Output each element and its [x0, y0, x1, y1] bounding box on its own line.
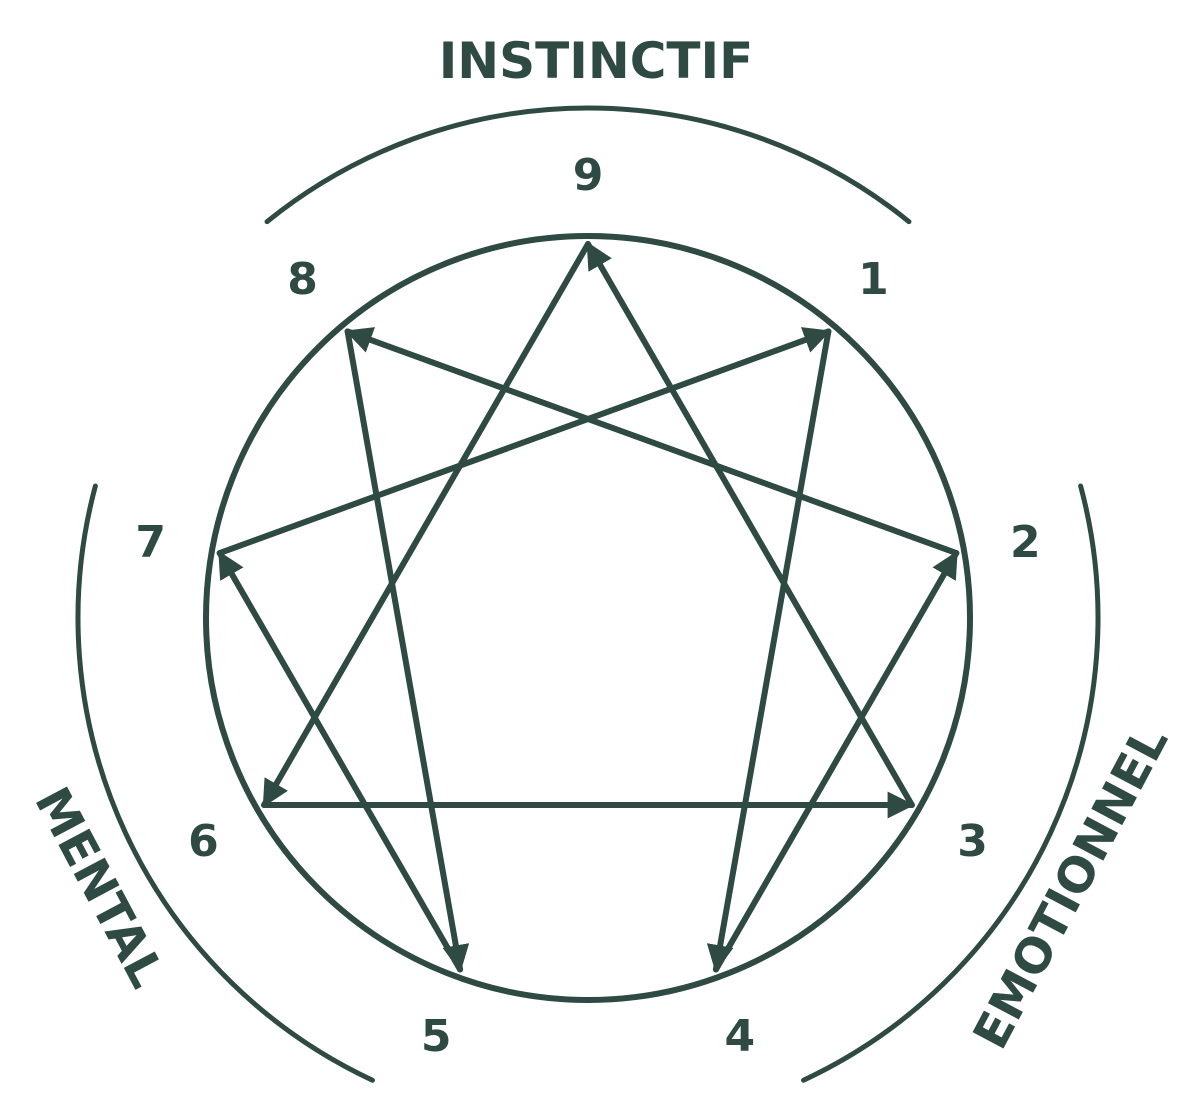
- arc-mental: [75, 483, 375, 1083]
- type-number-1: 1: [858, 254, 889, 305]
- type-number-7: 7: [135, 517, 166, 568]
- arc-emotionnel: [801, 483, 1101, 1083]
- arrow-8-to-5: [344, 328, 470, 973]
- type-number-4: 4: [725, 1011, 756, 1062]
- arrow-7-to-1: [216, 327, 832, 557]
- type-number-8: 8: [287, 254, 318, 305]
- type-number-3: 3: [957, 816, 988, 867]
- arc-instinctif: [264, 105, 912, 225]
- type-number-2: 2: [1010, 517, 1041, 568]
- type-number-5: 5: [421, 1011, 452, 1062]
- arrow-1-to-4: [706, 328, 832, 973]
- type-number-6: 6: [188, 816, 219, 867]
- arrow-4-to-2: [712, 550, 960, 973]
- type-number-9: 9: [573, 150, 604, 201]
- arrow-5-to-7: [216, 550, 464, 973]
- enneagram-circle: [203, 233, 973, 1003]
- arrow-9-to-6: [261, 241, 591, 808]
- arrow-2-to-8: [344, 327, 960, 557]
- center-label-emotionnel: EMOTIONNEL: [962, 717, 1179, 1058]
- center-label-instinctif: INSTINCTIF: [439, 32, 754, 90]
- arrow-3-to-9: [585, 241, 915, 808]
